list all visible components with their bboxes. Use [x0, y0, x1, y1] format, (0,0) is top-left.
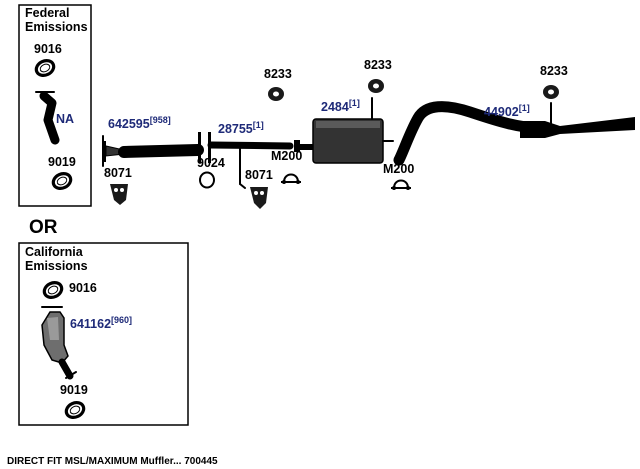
california-converter-label: 641162[960]: [70, 315, 132, 331]
california-panel-border: [18, 242, 189, 426]
clamp-right-label: M200: [383, 162, 414, 176]
california-heading-line2: Emissions: [25, 259, 88, 273]
tailpipe-resonator: [520, 117, 635, 138]
federal-gasket-top-label: 9016: [34, 42, 62, 56]
gasket-mid-icon: [199, 171, 215, 189]
federal-gasket-top-icon: [34, 59, 56, 77]
muffler-inlet-stub: [294, 140, 300, 152]
federal-gasket-bottom-icon: [51, 172, 73, 190]
federal-converter-pipe: [39, 91, 60, 145]
california-emissions-panel: California Emissions 9016 641162[960] 90…: [18, 242, 189, 426]
front-pipe-label: 642595[958]: [108, 115, 171, 131]
hanger-mid-top-label: 8233: [364, 58, 392, 72]
federal-emissions-panel: Federal Emissions 9016 NA 9019: [18, 4, 92, 207]
clamp-left-label: M200: [271, 149, 302, 163]
gasket-mid-label: 9024: [197, 156, 225, 170]
front-pipe-icon: [102, 135, 204, 167]
california-converter-highlight: [47, 317, 59, 340]
tailpipe-label: 44902[1]: [484, 103, 530, 119]
federal-heading-line1: Federal: [25, 6, 69, 20]
california-gasket-bottom-label: 9019: [60, 383, 88, 397]
federal-gasket-bottom-label: 9019: [48, 155, 76, 169]
muffler-highlight: [316, 121, 380, 128]
hanger-mid-top-icon: [368, 79, 384, 93]
diagram-caption: DIRECT FIT MSL/MAXIMUM Muffler... 700445: [7, 456, 218, 467]
california-gasket-top-label: 9016: [69, 281, 97, 295]
hanger-right-top-label: 8233: [540, 64, 568, 78]
hanger-right-top-icon: [543, 85, 559, 99]
federal-panel-border: [18, 4, 92, 207]
muffler-inlet-pipe: [300, 144, 314, 150]
hanger-mid-bottom-icon: [250, 187, 268, 209]
flange-left: [198, 132, 201, 163]
intermediate-pipe-icon: [207, 141, 294, 150]
california-heading-line1: California: [25, 245, 84, 259]
hanger-left-top-label: 8233: [264, 67, 292, 81]
intermediate-pipe-label: 28755[1]: [218, 120, 264, 136]
clamp-left-icon: [281, 173, 301, 184]
hanger-mid-bottom-label: 8071: [245, 168, 273, 182]
federal-converter-label: NA: [56, 112, 74, 126]
california-gasket-top-icon: [42, 281, 64, 299]
california-outlet-pipe: [58, 358, 74, 380]
clamp-right-icon: [391, 179, 411, 190]
or-label: OR: [29, 217, 58, 238]
hanger-left-bottom-label: 8071: [104, 166, 132, 180]
hanger-left-bottom-icon: [110, 184, 128, 205]
tailpipe-icon: [393, 101, 546, 166]
muffler-label: 2484[1]: [321, 98, 360, 114]
california-gasket-bottom-icon: [64, 401, 86, 419]
california-flange-bottom: [65, 371, 77, 379]
federal-heading-line2: Emissions: [25, 20, 88, 34]
intermediate-hanger-hook: [239, 183, 246, 189]
hanger-left-top-icon: [268, 87, 284, 101]
